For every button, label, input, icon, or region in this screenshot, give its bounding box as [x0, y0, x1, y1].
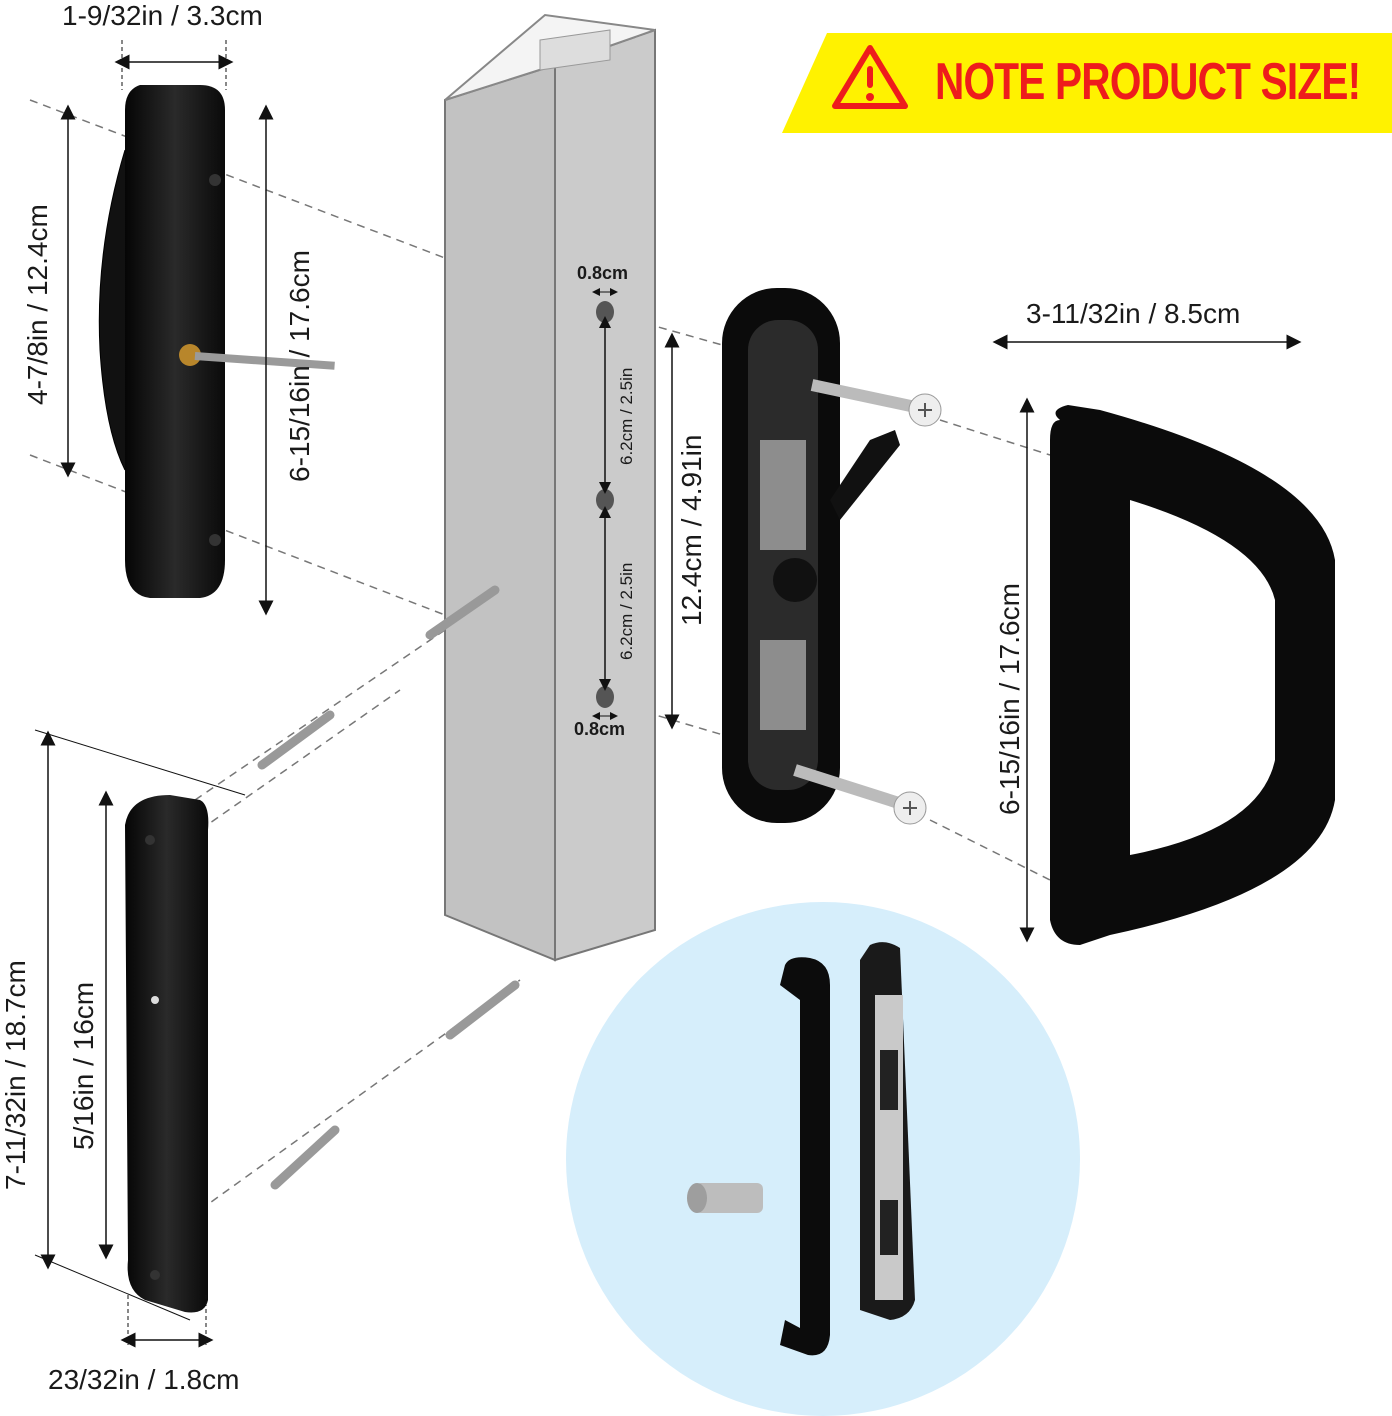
- exterior-handle-width-label: 3-11/32in / 8.5cm: [1026, 298, 1241, 329]
- pull-plate-height-label: 7-11/32in / 18.7cm: [0, 960, 31, 1190]
- exterior-handle-height-label: 6-15/16in / 17.6cm: [994, 583, 1025, 815]
- mortise-lock: [722, 288, 900, 823]
- hole-diameter-bottom-label: 0.8cm: [574, 719, 626, 739]
- exterior-handle: [1050, 405, 1335, 945]
- banner-text: NOTE PRODUCT SIZE!: [935, 53, 1361, 111]
- warning-triangle-icon: [832, 45, 908, 109]
- exterior-pull-plate: [125, 795, 209, 1313]
- hole-spacing-lower-label: 6.2cm / 2.5in: [617, 562, 636, 660]
- machine-screws: [793, 379, 942, 825]
- wood-screws: [257, 585, 520, 1190]
- interior-handle-height-label: 6-15/16in / 17.6cm: [284, 250, 315, 482]
- inset-circle: [566, 902, 1080, 1416]
- pull-plate-width-label: 23/32in / 1.8cm: [48, 1364, 240, 1395]
- pull-plate-hole-spacing-label: 5/16in / 16cm: [68, 981, 99, 1150]
- door-frame: [444, 13, 656, 962]
- hole-spacing-upper-label: 6.2cm / 2.5in: [617, 367, 636, 465]
- warning-banner: [782, 33, 1392, 133]
- interior-handle-width-label: 1-9/32in / 3.3cm: [62, 0, 263, 31]
- interior-handle-hole-spacing-label: 4-7/8in / 12.4cm: [22, 204, 53, 405]
- total-hole-spacing-label: 12.4cm / 4.91in: [676, 434, 707, 626]
- hole-diameter-top-label: 0.8cm: [577, 263, 629, 283]
